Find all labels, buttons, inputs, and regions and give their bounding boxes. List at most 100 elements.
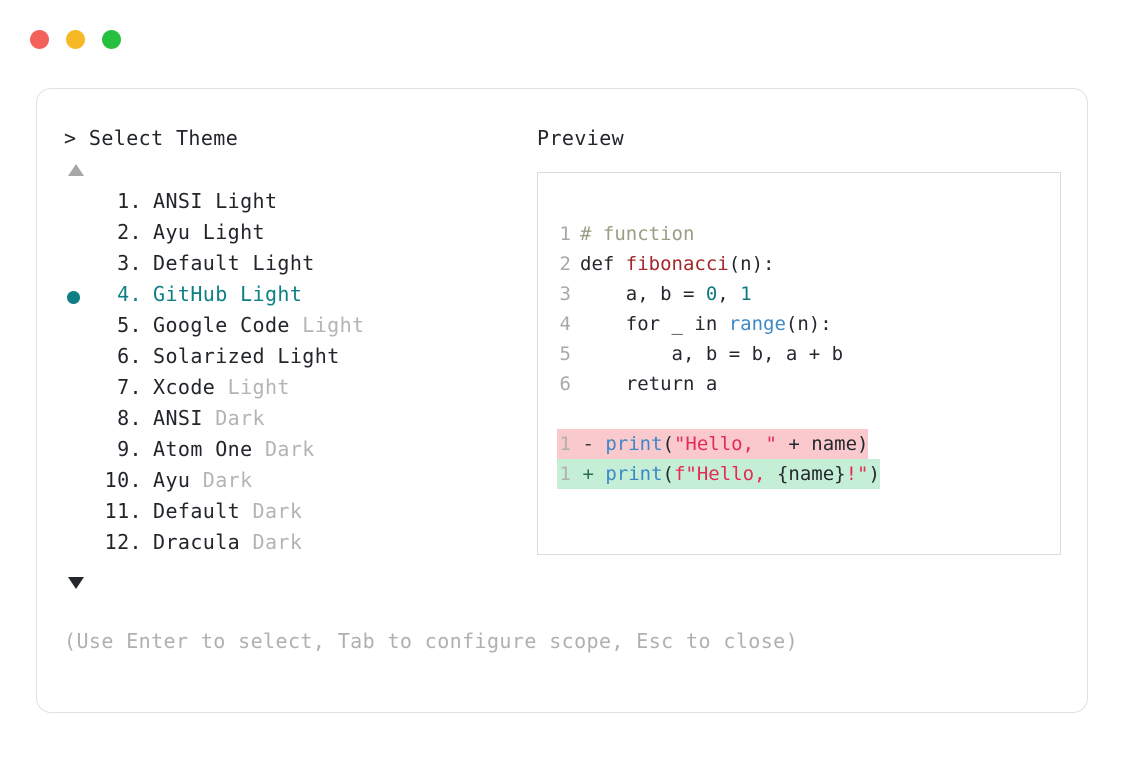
code-token: {name} [776,463,846,485]
theme-list-item[interactable]: 1. ANSI Light [64,189,534,220]
code-token: print [605,433,663,455]
theme-list-item[interactable]: 9. Atom One Dark [64,437,534,468]
selection-bullet-slot [64,406,94,437]
selection-bullet-slot [64,189,94,220]
theme-list-item[interactable]: 4.GitHub Light [64,282,534,313]
theme-item-name: ANSI [153,189,203,213]
theme-list-item[interactable]: 5. Google Code Light [64,313,534,344]
theme-item-index: 12. [104,530,142,554]
code-line-number: 4 [559,313,571,335]
code-token: (n): [728,253,775,275]
theme-item-index: 9. [117,437,142,461]
selection-bullet-slot [64,499,94,530]
code-line: 2 def fibonacci(n): [557,249,880,279]
close-window-dot[interactable] [30,30,49,49]
selection-bullet-slot [64,375,94,406]
theme-item-index: 10. [104,468,142,492]
theme-item-variant: Light [190,220,265,244]
theme-list-item[interactable]: 12. Dracula Dark [64,530,534,561]
theme-list-item[interactable]: 8.ANSI Dark [64,406,534,437]
select-theme-prompt: > Select Theme [64,126,239,150]
theme-item-variant: Light [264,344,340,368]
diff-added-line: 1 + print(f"Hello, {name}!") [557,459,880,489]
code-line: 6 return a [557,369,880,399]
diff-line-number: 1 [559,433,571,455]
code-token: 1 [740,283,752,305]
theme-item-variant: Light [215,375,290,399]
theme-item-index: 1. [117,189,142,213]
selection-bullet-slot [64,344,94,375]
diff-removed-line: 1 - print("Hello, " + name) [557,429,869,459]
theme-item-index: 2. [117,220,142,244]
theme-item-index: 4. [117,282,142,306]
scroll-down-icon[interactable] [68,577,84,589]
code-line-number: 2 [559,253,571,275]
code-token: return a [580,373,718,395]
code-line-text: # function [580,223,694,245]
code-token: (n): [785,313,832,335]
code-token: 0 [705,283,718,305]
theme-item-name: Default [153,251,241,275]
theme-item-name: Google Code [153,313,290,337]
code-token: "Hello, " [673,433,777,455]
code-line: 5 a, b = b, a + b [557,339,880,369]
theme-list-item[interactable]: 11.Default Dark [64,499,534,530]
theme-item-name: ANSI [153,406,203,430]
theme-item-index: 5. [117,313,142,337]
code-line-text: a, b = 0, 1 [580,283,752,305]
code-line-text: return a [580,373,718,395]
scroll-up-icon[interactable] [68,164,84,176]
theme-item-variant: Light [202,189,278,213]
code-token: print [605,463,663,485]
code-token: ) [868,463,880,485]
code-token: fibonacci [625,253,729,275]
theme-item-name: Atom One [153,437,253,461]
code-token: !" [845,463,869,485]
theme-item-variant: Dark [252,437,315,461]
theme-item-name: Dracula [153,530,241,554]
theme-list-item[interactable]: 6.Solarized Light [64,344,534,375]
selection-bullet-slot [64,220,94,251]
code-token: a, b = b, a + b [580,343,844,365]
maximize-window-dot[interactable] [102,30,121,49]
diff-line-number: 1 [559,463,571,485]
window-titlebar [30,30,121,49]
code-token: a, b = [580,283,706,305]
code-token: range [728,313,786,335]
selection-bullet-slot [64,468,94,499]
theme-list-item[interactable]: 3.Default Light [64,251,534,282]
code-line-text: def fibonacci(n): [580,253,774,275]
minimize-window-dot[interactable] [66,30,85,49]
code-line-text: a, b = b, a + b [580,343,844,365]
diff-sign: - [571,433,606,455]
theme-list-item[interactable]: 7.Xcode Light [64,375,534,406]
selection-bullet-slot [64,282,94,313]
code-line: 1# function [557,219,880,249]
theme-item-variant: Light [289,313,365,337]
theme-item-variant: Light [240,251,315,275]
theme-list-item[interactable]: 2.Ayu Light [64,220,534,251]
diff-sign: + [571,463,606,485]
code-token: f"Hello, [673,463,777,485]
code-line: 3 a, b = 0, 1 [557,279,880,309]
theme-item-variant: Light [227,282,303,306]
code-line-text: for _ in range(n): [580,313,832,335]
theme-item-index: 6. [117,344,142,368]
selection-bullet-slot [64,437,94,468]
theme-list-item[interactable]: 10.Ayu Dark [64,468,534,499]
code-token: for _ in [580,313,729,335]
code-token: ( [662,433,674,455]
theme-item-index: 8. [117,406,142,430]
theme-item-name: Xcode [153,375,216,399]
code-token: # function [580,223,695,245]
code-token: def [580,253,626,275]
theme-item-variant: Dark [240,530,303,554]
selection-bullet-slot [64,313,94,344]
code-line-number: 5 [559,343,571,365]
